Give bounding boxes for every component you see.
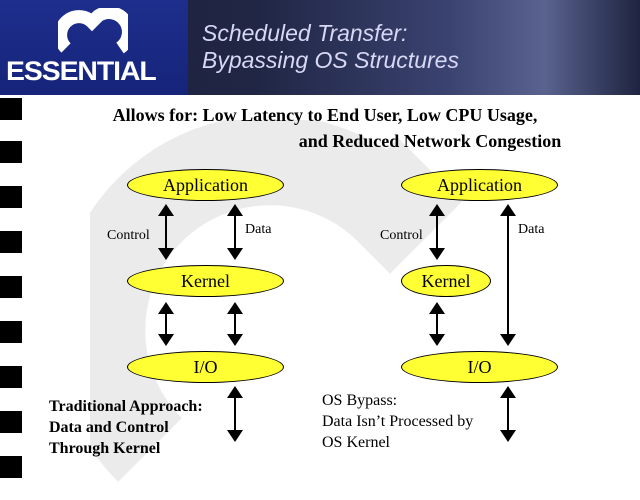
- caption-line: Data Isn’t Processed by: [322, 413, 474, 430]
- right-caption: OS Bypass: Data Isn’t Processed by OS Ke…: [322, 390, 473, 453]
- caption-line: OS Kernel: [322, 434, 390, 451]
- left-caption: Traditional Approach: Data and Control T…: [49, 396, 203, 459]
- right-control-label: Control: [380, 228, 423, 243]
- logo: ESSENTIAL: [0, 0, 188, 95]
- subtitle: Allows for: Low Latency to End User, Low…: [0, 102, 640, 154]
- left-io-node: I/O: [127, 351, 284, 383]
- subtitle-line-1: Allows for: Low Latency to End User, Low…: [112, 105, 538, 125]
- diagram-arrows: [158, 204, 516, 442]
- right-io-node: I/O: [401, 351, 558, 383]
- title-line-1: Scheduled Transfer:: [202, 20, 408, 46]
- caption-line: Traditional Approach:: [49, 398, 203, 415]
- caption-line: Through Kernel: [49, 440, 161, 457]
- right-data-label: Data: [518, 222, 545, 237]
- left-kernel-node: Kernel: [127, 265, 284, 297]
- caption-line: Data and Control: [49, 419, 169, 436]
- right-kernel-node: Kernel: [401, 265, 491, 297]
- title-line-2: Bypassing OS Structures: [202, 47, 459, 73]
- slide-header: ESSENTIAL Scheduled Transfer: Bypassing …: [0, 0, 640, 95]
- right-application-node: Application: [401, 169, 558, 201]
- logo-mark-icon: [58, 8, 128, 54]
- slide-title: Scheduled Transfer: Bypassing OS Structu…: [202, 20, 459, 74]
- left-application-node: Application: [127, 169, 284, 201]
- caption-line: OS Bypass:: [322, 392, 398, 409]
- logo-text: ESSENTIAL: [6, 56, 157, 86]
- left-data-label: Data: [245, 222, 272, 237]
- left-control-label: Control: [107, 228, 150, 243]
- subtitle-line-2: and Reduced Network Congestion: [298, 131, 562, 151]
